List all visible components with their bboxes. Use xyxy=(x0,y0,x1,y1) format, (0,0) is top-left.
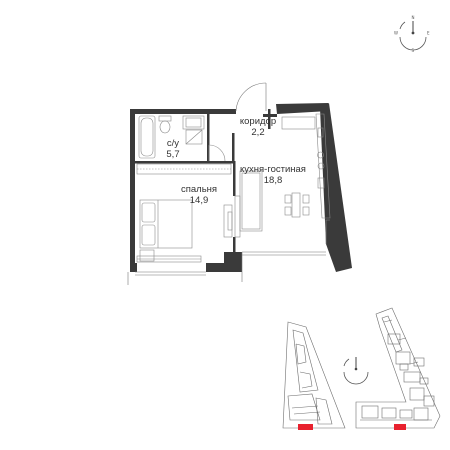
site-building-left xyxy=(282,321,346,429)
windows xyxy=(127,251,326,285)
compass-south-label: S xyxy=(412,48,415,53)
bedroom-furniture xyxy=(136,163,233,263)
selected-apartment-marker-left xyxy=(298,424,313,430)
room-name-corridor: коридор xyxy=(240,116,276,127)
entrance-door xyxy=(235,82,267,112)
site-compass-icon xyxy=(343,357,369,385)
interior-walls xyxy=(135,109,277,255)
site-building-right xyxy=(355,307,441,429)
selected-apartment-marker-right xyxy=(394,424,406,430)
room-area-bathroom: 5,7 xyxy=(166,149,179,160)
kitchen-furniture xyxy=(234,113,331,244)
compass-north-label: N xyxy=(412,15,415,20)
room-name-bedroom: спальня xyxy=(181,184,217,195)
apartment-plan: коридор 2,2 с/у 5,7 кухня-гостиная 18,8 … xyxy=(127,82,352,285)
room-area-kitchen-living: 18,8 xyxy=(264,175,283,186)
compass-rose-icon: N E S W xyxy=(394,15,430,53)
bathroom-fixtures xyxy=(138,115,226,162)
room-name-kitchen-living: кухня-гостиная xyxy=(240,164,306,175)
room-area-bedroom: 14,9 xyxy=(190,195,209,206)
compass-east-label: E xyxy=(427,31,430,36)
room-labels: коридор 2,2 с/у 5,7 кухня-гостиная 18,8 … xyxy=(166,116,306,206)
room-area-corridor: 2,2 xyxy=(251,127,264,138)
outer-walls xyxy=(130,103,352,272)
site-plan-minimap xyxy=(282,307,441,430)
room-name-bathroom: с/у xyxy=(167,138,179,149)
compass-west-label: W xyxy=(394,31,398,36)
